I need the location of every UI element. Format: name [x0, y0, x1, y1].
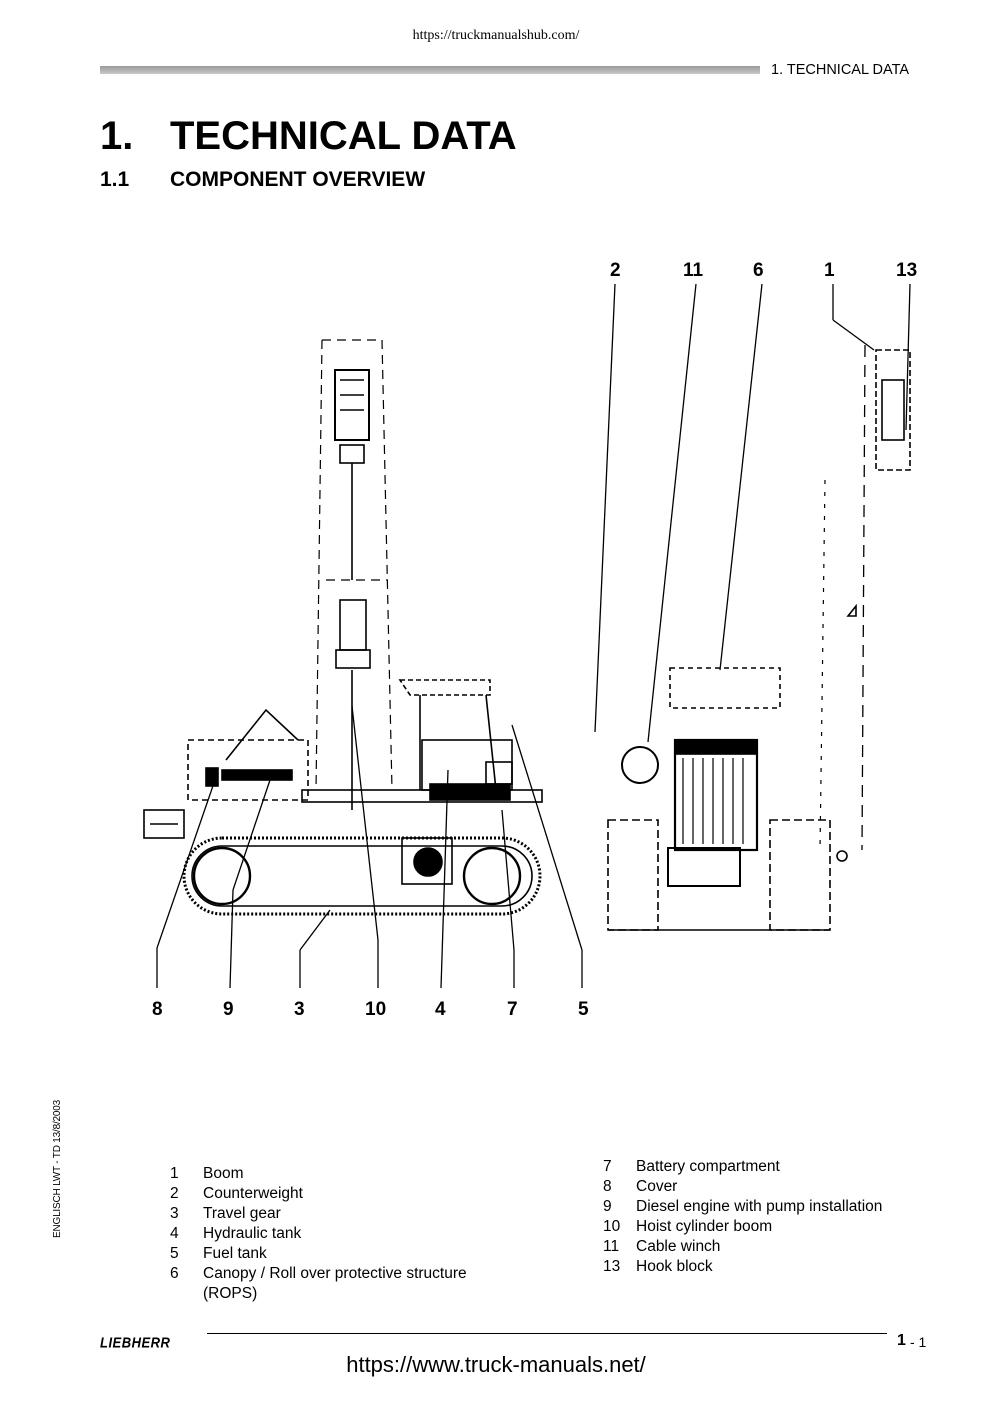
callout-9: 9: [223, 999, 234, 1020]
callout-3: 3: [294, 999, 305, 1020]
header-rule: [100, 66, 760, 74]
chapter-number: 1.: [100, 114, 134, 158]
header-section-title: 1. TECHNICAL DATA: [771, 62, 910, 78]
source-url-bottom[interactable]: https://www.truck-manuals.net/: [346, 1352, 646, 1377]
footer-rule: [207, 1333, 887, 1334]
callout-11: 11: [683, 260, 704, 281]
source-url-top[interactable]: https://truckmanualshub.com/: [412, 28, 580, 43]
page-number: - 1: [910, 1334, 927, 1350]
section-number: 1.1: [100, 168, 130, 191]
component-overview-diagram: 2 11 6 1 13 8 9 3 10 4 7 5: [143, 260, 917, 1020]
callout-10: 10: [365, 999, 386, 1020]
callout-5: 5: [578, 999, 589, 1020]
section-title: COMPONENT OVERVIEW: [170, 168, 426, 191]
callout-6: 6: [753, 260, 764, 281]
page-chapter-number: 1: [897, 1332, 906, 1349]
callout-8: 8: [152, 999, 163, 1020]
callout-7: 7: [507, 999, 518, 1020]
callout-4: 4: [435, 999, 446, 1020]
document-revision-note: ENGLISCH LWT - TD 13/8/2003: [52, 1100, 63, 1238]
callout-13: 13: [896, 260, 917, 281]
callout-2: 2: [610, 260, 621, 281]
brand-logo: LIEBHERR: [100, 1334, 171, 1351]
chapter-title: TECHNICAL DATA: [170, 114, 517, 158]
callout-1: 1: [824, 260, 835, 281]
